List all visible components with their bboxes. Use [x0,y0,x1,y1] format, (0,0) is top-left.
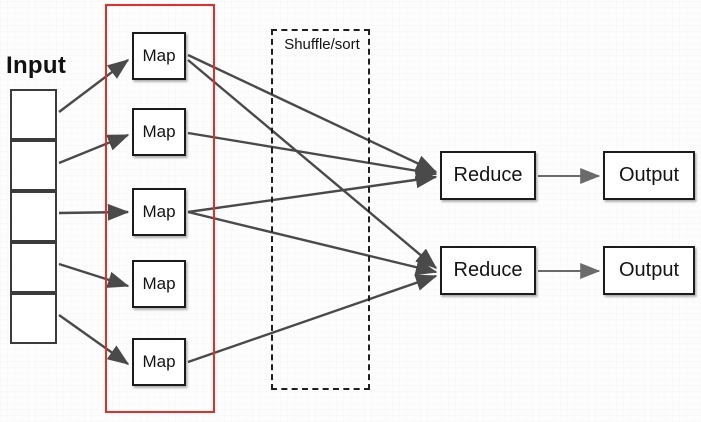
edge-input5-map5 [58,314,130,365]
edge-map3-reduce2 [187,210,438,276]
input-to-map-edges [58,59,130,365]
edge-map5-reduce2 [187,274,438,364]
map-to-reduce-edges [187,53,438,364]
shuffle-sort-region [271,29,370,390]
input-stage-label: Input [6,52,67,79]
input-cell-4[interactable] [10,242,57,293]
shuffle-sort-label: Shuffle/sort [284,36,360,53]
edge-map1-reduce2 [187,59,438,269]
input-cell-5[interactable] [10,293,57,344]
edge-map3-reduce1 [187,171,438,214]
edge-input2-map2 [58,133,130,165]
output-node-2[interactable]: Output [603,246,695,295]
map-node-2[interactable]: Map [132,108,186,156]
output-node-1[interactable]: Output [603,151,695,200]
reduce-node-2[interactable]: Reduce [440,246,536,295]
reduce-to-output-edges [538,168,601,279]
map-node-4[interactable]: Map [132,260,186,308]
reduce-node-1[interactable]: Reduce [440,151,536,200]
map-stage-highlight-rectangle [105,4,215,413]
input-cell-2[interactable] [10,140,57,191]
edge-input4-map4 [58,262,130,288]
map-node-1[interactable]: Map [132,32,186,80]
map-node-3[interactable]: Map [132,188,186,236]
edge-map2-reduce1 [187,131,438,179]
edge-map1-reduce1 [187,53,438,174]
input-cell-3[interactable] [10,191,57,242]
edge-input3-map3 [58,203,130,221]
edge-input1-map1 [58,59,130,113]
input-cell-1[interactable] [10,89,57,140]
map-node-5[interactable]: Map [132,338,186,386]
